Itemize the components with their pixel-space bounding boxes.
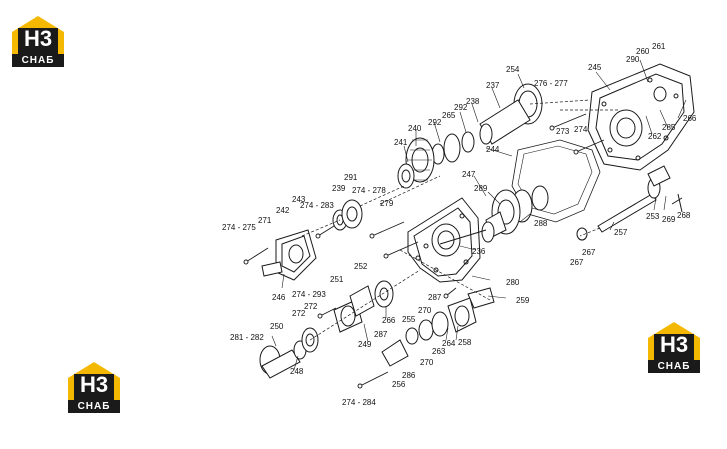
brand-logo-top-left: H3 СНАБ — [10, 14, 66, 68]
house-icon — [648, 322, 700, 360]
callout-label: 264 — [442, 339, 456, 348]
house-icon — [12, 16, 64, 54]
callout-label: 272 — [304, 302, 318, 311]
callout-label: 272 — [292, 309, 306, 318]
callout-label: 292 — [454, 103, 468, 112]
brand-mark: H3 — [79, 372, 109, 397]
callout-label: 252 — [354, 262, 368, 271]
brand-logo-right: H3 СНАБ — [646, 320, 702, 374]
callout-label: 274 — [574, 125, 588, 134]
callout-label: 251 — [330, 275, 344, 284]
callout-label: 286 — [402, 371, 416, 380]
callout-label: 254 — [506, 65, 520, 74]
callout-label: 279 — [380, 199, 394, 208]
lower-center-assembly — [381, 287, 495, 367]
rear-housing — [587, 63, 695, 171]
callout-label: 274 - 283 — [300, 201, 334, 210]
main-housing — [407, 197, 481, 283]
callout-label: 244 — [486, 145, 500, 154]
callout-label: 263 — [432, 347, 446, 356]
house-icon — [68, 362, 120, 400]
callout-label: 281 - 282 — [230, 333, 264, 342]
callout-label: 285 — [662, 123, 676, 132]
callout-label: 260 — [636, 47, 650, 56]
leader-lines — [271, 59, 687, 371]
callout-label: 241 — [394, 138, 408, 147]
callout-label: 267 — [582, 248, 596, 257]
callout-label: 246 — [272, 293, 286, 302]
callout-label: 249 — [358, 340, 372, 349]
callout-label: 270 — [420, 358, 434, 367]
callout-label: 236 — [472, 247, 486, 256]
callout-label: 287 — [374, 330, 388, 339]
brand-name: СНАБ — [68, 400, 120, 413]
callout-label: 280 — [506, 278, 520, 287]
left-cover — [261, 229, 317, 281]
callout-label: 256 — [392, 380, 406, 389]
seal-291 — [341, 199, 363, 229]
callout-label: 258 — [458, 338, 472, 347]
brand-mark: H3 — [23, 26, 53, 51]
assembly-lines — [301, 99, 620, 341]
callout-label: 290 — [626, 55, 640, 64]
callout-label: 248 — [290, 367, 304, 376]
callout-label: 261 — [652, 42, 666, 51]
callout-label: 276 - 277 — [534, 79, 568, 88]
lower-gear-train — [439, 185, 549, 245]
callout-label: 245 — [588, 63, 602, 72]
callout-label: 259 — [516, 296, 530, 305]
callout-label: 240 — [408, 124, 422, 133]
callout-label: 268 — [677, 211, 691, 220]
output-shaft — [576, 165, 683, 241]
callout-label: 257 — [614, 228, 628, 237]
callout-label: 267 — [570, 258, 584, 267]
brand-mark: H3 — [659, 332, 689, 357]
callout-label: 269 — [662, 215, 676, 224]
callout-label: 262 — [648, 132, 662, 141]
callout-label: 274 - 293 — [292, 290, 326, 299]
callout-label: 253 — [646, 212, 660, 221]
callout-label: 266 — [382, 316, 396, 325]
callout-label: 287 — [428, 293, 442, 302]
callout-label: 247 — [462, 170, 476, 179]
lower-left-assembly — [259, 280, 394, 379]
callout-label: 243 — [292, 195, 306, 204]
brand-name: СНАБ — [648, 360, 700, 373]
callout-label: 289 — [474, 184, 488, 193]
brand-name: СНАБ — [12, 54, 64, 67]
callout-label: 239 — [332, 184, 346, 193]
upper-gear-train — [397, 83, 543, 189]
callout-label: 273 — [556, 127, 570, 136]
callout-label: 266 — [683, 114, 697, 123]
callout-label: 237 — [486, 81, 500, 90]
brand-logo-bottom-left: H3 СНАБ — [66, 360, 122, 414]
callout-label: 291 — [344, 173, 358, 182]
callout-label: 242 — [276, 206, 290, 215]
bolts — [243, 113, 605, 389]
callout-label: 288 — [534, 219, 548, 228]
callout-label: 265 — [442, 111, 456, 120]
callout-label: 238 — [466, 97, 480, 106]
callout-label: 250 — [270, 322, 284, 331]
callout-label: 274 - 278 — [352, 186, 386, 195]
callout-label: 274 - 275 — [222, 223, 256, 232]
callout-label: 255 — [402, 315, 416, 324]
callout-label: 292 — [428, 118, 442, 127]
callout-label: 271 — [258, 216, 272, 225]
callout-label: 274 - 284 — [342, 398, 376, 407]
callout-label: 270 — [418, 306, 432, 315]
